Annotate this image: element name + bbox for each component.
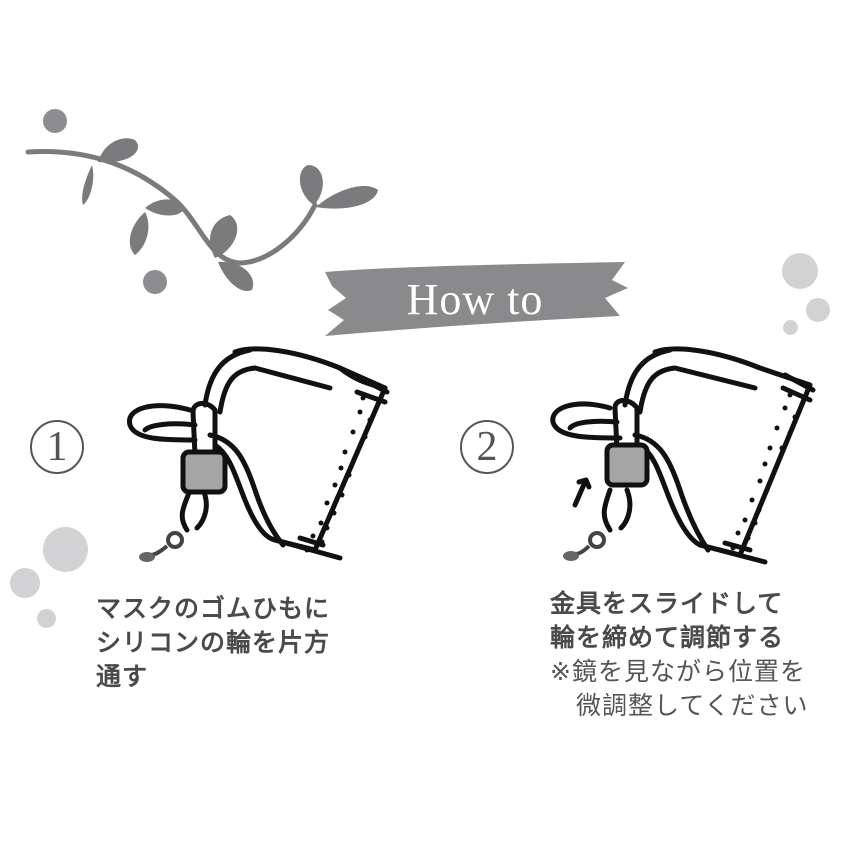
mask-illustration-step-2-icon [550, 346, 816, 565]
decor-dot-icon [782, 253, 818, 289]
step-1-caption-line: 通す [96, 662, 149, 691]
step-1-caption: マスクのゴムひもに シリコンの輪を片方 通す [96, 596, 330, 698]
step-1-caption-line: シリコンの輪を片方 [96, 628, 331, 657]
banner-title: How to [406, 274, 544, 324]
decor-dot-icon [10, 568, 40, 598]
decor-dot-icon [783, 320, 798, 335]
step-2-note-line: 微調整してください [550, 691, 809, 720]
step-2-caption: 金具をスライドして 輪を締めて調節する ※鏡を見ながら位置を 微調整してください [550, 591, 809, 727]
mask-illustration-step-1-icon [127, 346, 390, 562]
step-2-note-line: ※鏡を見ながら位置を [550, 657, 806, 686]
decor-dot-icon [37, 609, 56, 628]
step-1-caption-line: マスクのゴムひもに [96, 594, 331, 623]
step-1-number: 1 [30, 420, 84, 474]
vine-decoration-icon [25, 109, 378, 294]
decor-dot-icon [806, 298, 830, 322]
step-2-caption-line: 金具をスライドして [550, 589, 784, 618]
decor-dot-icon [43, 527, 88, 572]
step-2-caption-line: 輪を締めて調節する [550, 623, 785, 652]
step-2-number: 2 [460, 420, 514, 474]
how-to-banner: How to [320, 258, 630, 340]
ribbon-shape-icon [325, 262, 628, 336]
